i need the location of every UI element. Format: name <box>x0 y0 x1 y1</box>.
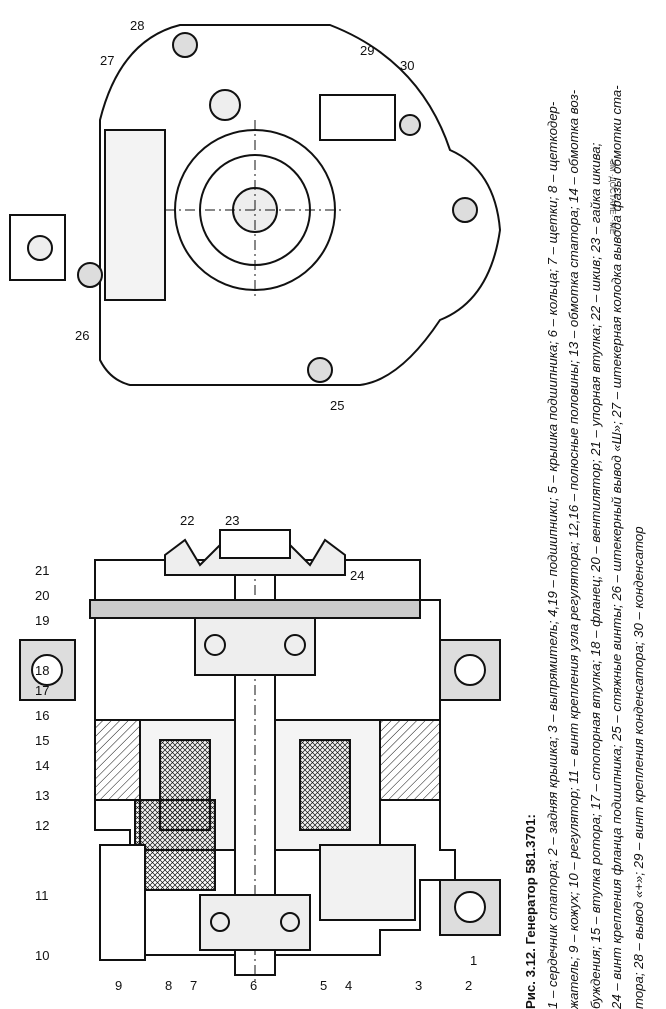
svg-text:23: 23 <box>225 513 239 528</box>
caption-line: буждения; 15 – втулка ротора; 17 – стопо… <box>587 142 603 1009</box>
caption-line: 1 – сердечник статора; 2 – задняя крышка… <box>544 101 560 1009</box>
svg-text:30: 30 <box>400 58 414 73</box>
caption-line: тора; 28 – вывод «+»; 29 – винт креплени… <box>630 526 646 1009</box>
svg-text:24: 24 <box>350 568 364 583</box>
svg-text:7: 7 <box>190 978 197 993</box>
capacitor <box>319 94 396 141</box>
svg-text:15: 15 <box>35 733 49 748</box>
pulley-nut <box>219 529 291 559</box>
rear-cover-outline <box>99 24 502 386</box>
svg-text:16: 16 <box>35 708 49 723</box>
svg-text:8: 8 <box>165 978 172 993</box>
figure-title: Рис. 3.12. Генератор 581.3701: <box>523 814 538 1009</box>
svg-text:17: 17 <box>35 683 49 698</box>
callouts-end: 25 26 27 28 29 30 <box>75 18 414 413</box>
stamp: ЗМ ·ДОСТАНЕ· ·МЕ <box>608 160 617 234</box>
svg-text:21: 21 <box>35 563 49 578</box>
svg-text:18: 18 <box>35 663 49 678</box>
svg-text:9: 9 <box>115 978 122 993</box>
svg-text:29: 29 <box>360 43 374 58</box>
rectifier <box>319 844 416 921</box>
regulator-block <box>104 129 166 301</box>
svg-text:4: 4 <box>345 978 352 993</box>
svg-text:1: 1 <box>470 953 477 968</box>
figure-caption: Рис. 3.12. Генератор 581.3701: 1 – серде… <box>520 9 649 1009</box>
svg-text:10: 10 <box>35 948 49 963</box>
svg-text:19: 19 <box>35 613 49 628</box>
svg-text:27: 27 <box>100 53 114 68</box>
plus-terminal <box>209 89 241 121</box>
caption-line: 24 – винт крепления фланца подшипника; 2… <box>609 85 624 1009</box>
svg-text:2: 2 <box>465 978 472 993</box>
svg-text:6: 6 <box>250 978 257 993</box>
caption-line: жатель; 9 – кожух; 10 – регулятор; 11 – … <box>566 89 581 1009</box>
svg-text:25: 25 <box>330 398 344 413</box>
fan <box>89 599 421 619</box>
section-view <box>19 529 501 985</box>
front-bearing <box>194 614 316 676</box>
svg-text:20: 20 <box>35 588 49 603</box>
tie-bolt <box>172 32 198 58</box>
svg-text:5: 5 <box>320 978 327 993</box>
svg-text:13: 13 <box>35 788 49 803</box>
svg-text:28: 28 <box>130 18 144 33</box>
callouts-section: 1 2 3 4 5 6 7 8 9 10 11 12 13 14 15 16 1… <box>35 513 477 993</box>
svg-text:3: 3 <box>415 978 422 993</box>
end-view <box>9 24 502 386</box>
brush-holder <box>134 799 216 891</box>
svg-text:12: 12 <box>35 818 49 833</box>
svg-text:22: 22 <box>180 513 194 528</box>
rear-bearing <box>199 894 311 951</box>
regulator <box>99 844 146 961</box>
svg-text:26: 26 <box>75 328 89 343</box>
svg-text:14: 14 <box>35 758 49 773</box>
svg-text:11: 11 <box>35 888 49 903</box>
